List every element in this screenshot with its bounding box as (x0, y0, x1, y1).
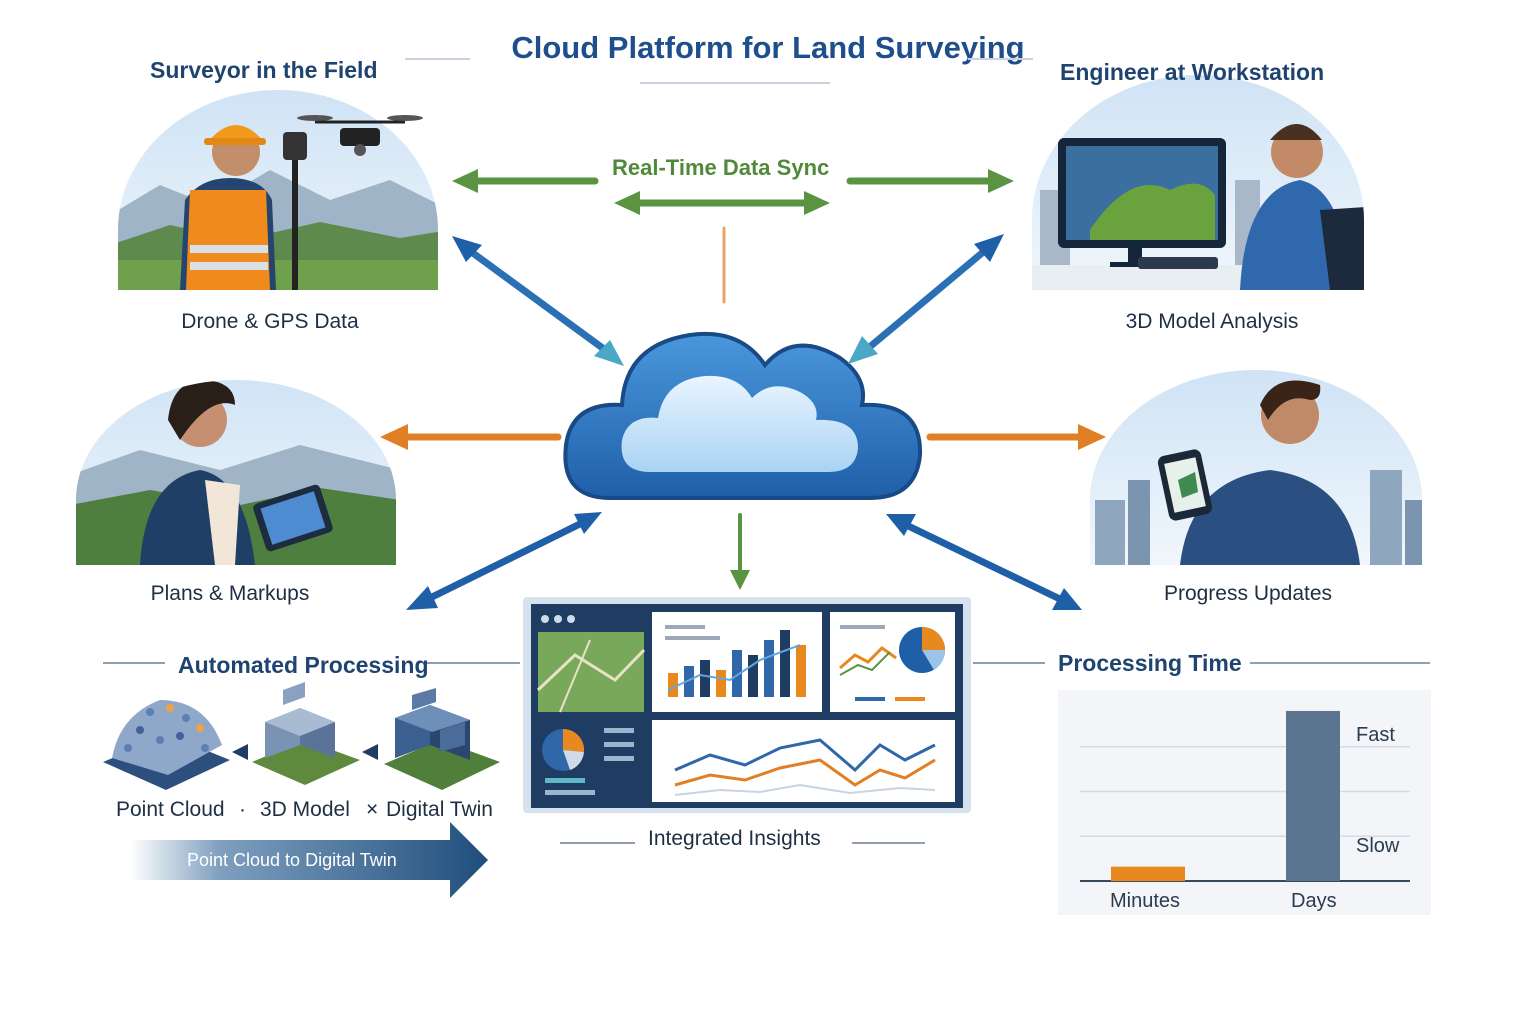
progress-scene (1090, 370, 1422, 565)
surveyor-scene (118, 90, 438, 290)
title-rule-left (405, 58, 470, 60)
surveyor-caption: Drone & GPS Data (181, 310, 359, 333)
plans-scene (76, 380, 396, 565)
step-separator-1: · (239, 798, 246, 821)
step-label-point-cloud: Point Cloud (116, 798, 225, 821)
chart-value-label-fast: Fast (1356, 724, 1395, 746)
engineer-heading: Engineer at Workstation (1060, 59, 1325, 85)
chart-value-label-slow: Slow (1356, 835, 1400, 857)
step-label-3d-model: 3D Model (260, 798, 350, 821)
processing-time-chart (1058, 690, 1431, 915)
title-underline (640, 82, 830, 84)
insights-caption: Integrated Insights (648, 827, 821, 850)
step-separator-2: × (366, 798, 379, 821)
drone-icon (297, 115, 423, 156)
chart-category-minutes: Minutes (1110, 890, 1181, 912)
progress-caption: Progress Updates (1163, 582, 1333, 605)
chart-plot (1080, 710, 1410, 882)
chart-bar-minutes (1111, 866, 1185, 881)
step-arrow-2 (362, 744, 378, 760)
automated-heading: Automated Processing (178, 652, 429, 678)
engineer-caption: 3D Model Analysis (1125, 310, 1299, 333)
cloud-icon (563, 331, 923, 500)
digital-twin-icon (384, 688, 500, 790)
engineer-scene (1032, 75, 1364, 290)
banner-arrow (130, 822, 488, 898)
dashboard-illustration (523, 597, 971, 813)
step-label-digital-twin: Digital Twin (386, 798, 493, 821)
cloud-link-arrows (380, 226, 1106, 610)
chart-bar-days (1286, 710, 1340, 881)
sync-arrows (452, 169, 1014, 215)
chart-category-days: Days (1291, 890, 1337, 912)
3d-model-icon (252, 682, 360, 785)
banner-label: Point Cloud to Digital Twin (187, 850, 397, 870)
plans-caption: Plans & Markups (150, 582, 310, 605)
surveyor-heading: Surveyor in the Field (150, 57, 378, 83)
point-cloud-icon (103, 700, 230, 790)
step-arrow-1 (232, 744, 248, 760)
page-title: Cloud Platform for Land Surveying (511, 30, 1025, 65)
chart-title: Processing Time (1058, 650, 1242, 676)
title-rule-right (968, 58, 1033, 60)
sync-label: Real-Time Data Sync (612, 155, 830, 180)
